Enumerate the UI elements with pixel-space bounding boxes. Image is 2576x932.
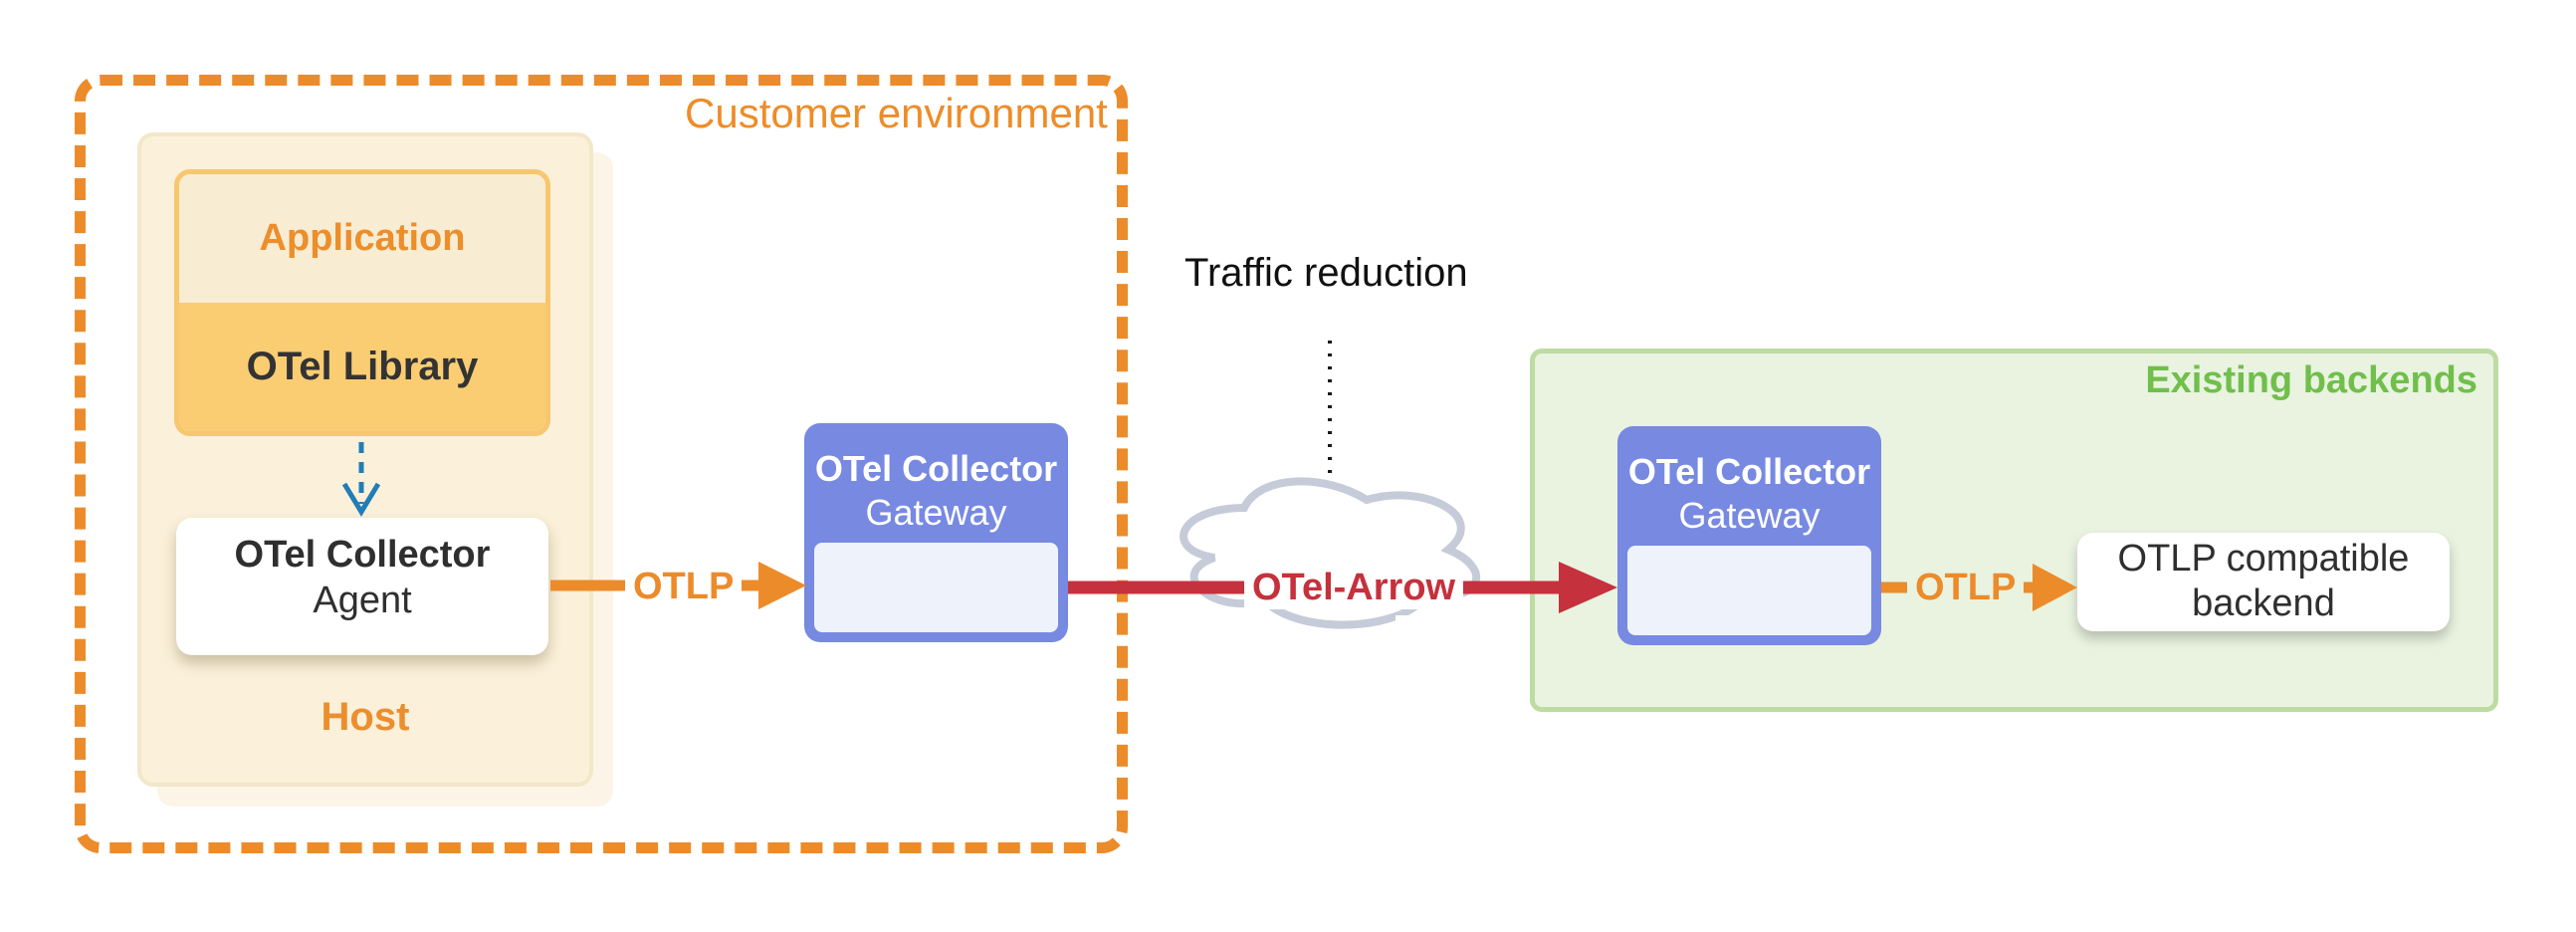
backend-label-line2: backend bbox=[2192, 582, 2335, 624]
gateway-left-role: Gateway bbox=[865, 492, 1007, 533]
gateway-right-role: Gateway bbox=[1678, 495, 1821, 536]
agent-title: OTel Collector bbox=[234, 534, 491, 576]
backend-label-line1: OTLP compatible bbox=[2117, 538, 2410, 580]
application-section: Application bbox=[179, 174, 545, 303]
application-label: Application bbox=[259, 217, 466, 259]
agent-role: Agent bbox=[313, 580, 412, 621]
otel-collector-agent-box: OTel Collector Agent bbox=[176, 518, 548, 655]
otlp-backend-box: OTLP compatible backend bbox=[2077, 533, 2450, 631]
gateway-left-title: OTel Collector bbox=[814, 448, 1058, 489]
gateway-right-title: OTel Collector bbox=[1627, 451, 1871, 492]
application-box: Application OTel Library bbox=[174, 169, 550, 436]
otel-collector-gateway-left-box: OTel Collector Gateway bbox=[804, 423, 1068, 642]
existing-backends-label: Existing backends bbox=[2145, 359, 2477, 401]
otel-collector-gateway-right-box: OTel Collector Gateway bbox=[1617, 426, 1881, 645]
gateway-right-body bbox=[1627, 546, 1871, 635]
customer-environment-box bbox=[75, 75, 1128, 853]
otel-library-section: OTel Library bbox=[179, 303, 545, 431]
otel-library-label: OTel Library bbox=[246, 345, 479, 388]
gateway-left-body bbox=[814, 543, 1058, 632]
host-label: Host bbox=[321, 695, 410, 739]
customer-environment-label: Customer environment bbox=[685, 90, 1108, 136]
